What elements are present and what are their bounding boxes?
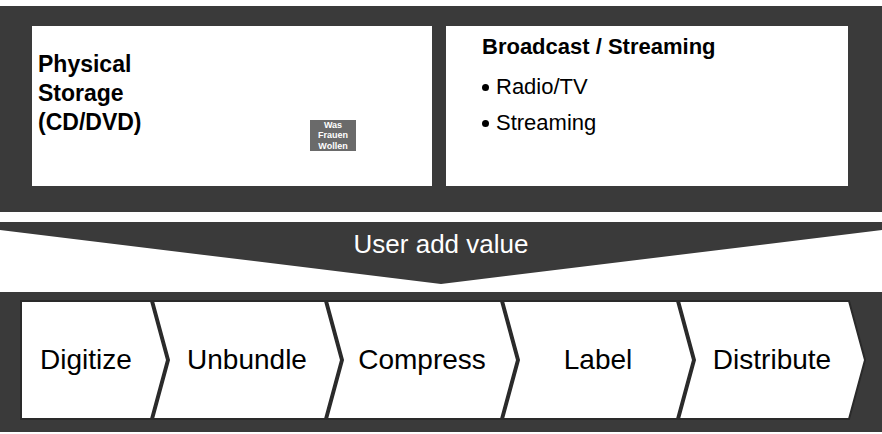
step-name: Compress: [346, 300, 498, 420]
bottom-band: [0, 292, 882, 432]
media-box: Physical Storage (CD/DVD): [32, 26, 432, 186]
bullet-dot: [482, 120, 489, 127]
process-chevron: Unbundle: [152, 300, 342, 420]
box-heading: Broadcast / Streaming: [482, 34, 832, 60]
media-box-outline: [32, 26, 432, 186]
top-band: [0, 6, 882, 212]
arrow-caption: User add value: [0, 229, 882, 260]
process-chevron: Label: [502, 300, 694, 420]
process-chevron: Distribute: [678, 300, 866, 420]
poster-title: Was Frauen Wollen: [310, 120, 356, 151]
bullet-item: Streaming: [496, 110, 656, 136]
value-arrow: User add value: [0, 222, 882, 284]
step-name: Distribute: [698, 300, 846, 420]
step-name: Label: [522, 300, 674, 420]
step-name: Unbundle: [172, 300, 322, 420]
process-chevron: Compress: [326, 300, 518, 420]
process-chevron: Digitize: [20, 300, 168, 420]
step-name: Digitize: [24, 300, 148, 420]
bullet-item: Radio/TV: [496, 74, 656, 100]
bullet-dot: [482, 84, 489, 91]
media-box: Broadcast / StreamingRadio/TV Streaming: [446, 26, 848, 186]
box-heading: Physical Storage (CD/DVD): [38, 50, 188, 136]
